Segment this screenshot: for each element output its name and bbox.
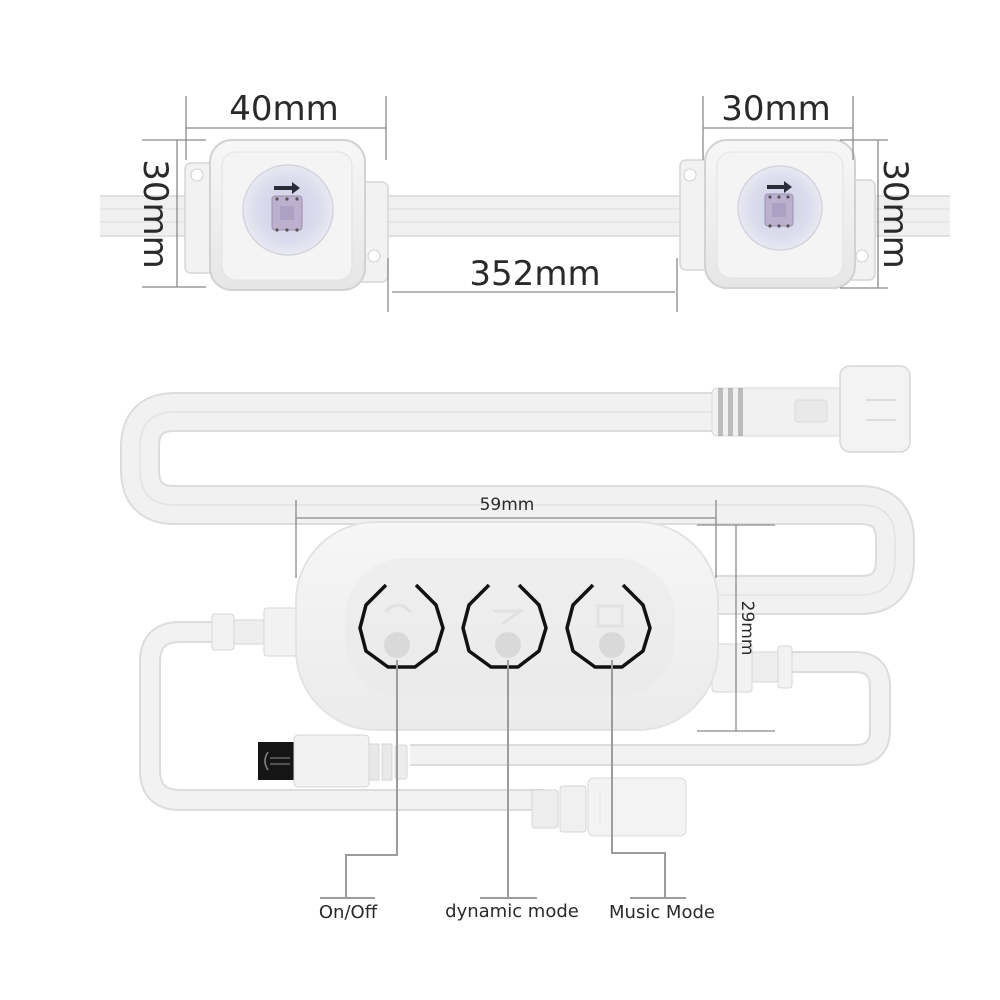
- dimension-lines-controller: [295, 500, 775, 732]
- right-module-width-label: 30mm: [721, 89, 831, 129]
- controller-input-cable: [120, 392, 915, 615]
- controller-output-cable: [139, 621, 891, 811]
- callout-music-mode: Music Mode: [609, 902, 715, 923]
- button-indicator-dot: [384, 632, 410, 658]
- callout-dynamic-mode: dynamic mode: [445, 901, 579, 922]
- strain-relief-left: [211, 607, 305, 657]
- dc-male-plug: [258, 734, 408, 788]
- dimension-lines-top: [142, 96, 888, 312]
- callout-on-off: On/Off: [319, 902, 378, 923]
- button-power[interactable]: [358, 583, 445, 669]
- led-module-right: [679, 139, 876, 289]
- octagon-outline: [358, 583, 445, 669]
- button-indicator-dot: [599, 632, 625, 658]
- controller-height-label: 29mm: [737, 601, 757, 656]
- dc-female-jack: [531, 777, 687, 837]
- button-dynamic-mode[interactable]: [461, 583, 548, 669]
- power-icon: [384, 603, 412, 613]
- direction-arrow-icon: [274, 182, 300, 194]
- led-module-left: [184, 139, 389, 291]
- direction-arrow-icon: [767, 181, 792, 193]
- controller-section: 59mm 29mm On/Off dynamic mode Music Mode: [120, 365, 915, 923]
- octagon-outline: [461, 583, 548, 669]
- left-module-height-label: 30mm: [135, 159, 175, 269]
- dynamic-mode-icon: [494, 609, 525, 626]
- button-music-mode[interactable]: [565, 583, 652, 669]
- button-indicator-dot: [495, 632, 521, 658]
- octagon-outline: [565, 583, 652, 669]
- module-spacing-label: 352mm: [469, 254, 600, 294]
- controller-width-label: 59mm: [480, 495, 535, 515]
- plug-tip: [258, 742, 294, 780]
- right-module-height-label: 30mm: [875, 159, 915, 269]
- waterproof-connector: [711, 365, 911, 453]
- callout-leaders: [320, 660, 686, 899]
- music-mode-icon: [596, 604, 624, 628]
- pixel-module-section: 40mm 30mm 30mm 30mm 352mm: [100, 89, 950, 312]
- left-module-width-label: 40mm: [229, 89, 339, 129]
